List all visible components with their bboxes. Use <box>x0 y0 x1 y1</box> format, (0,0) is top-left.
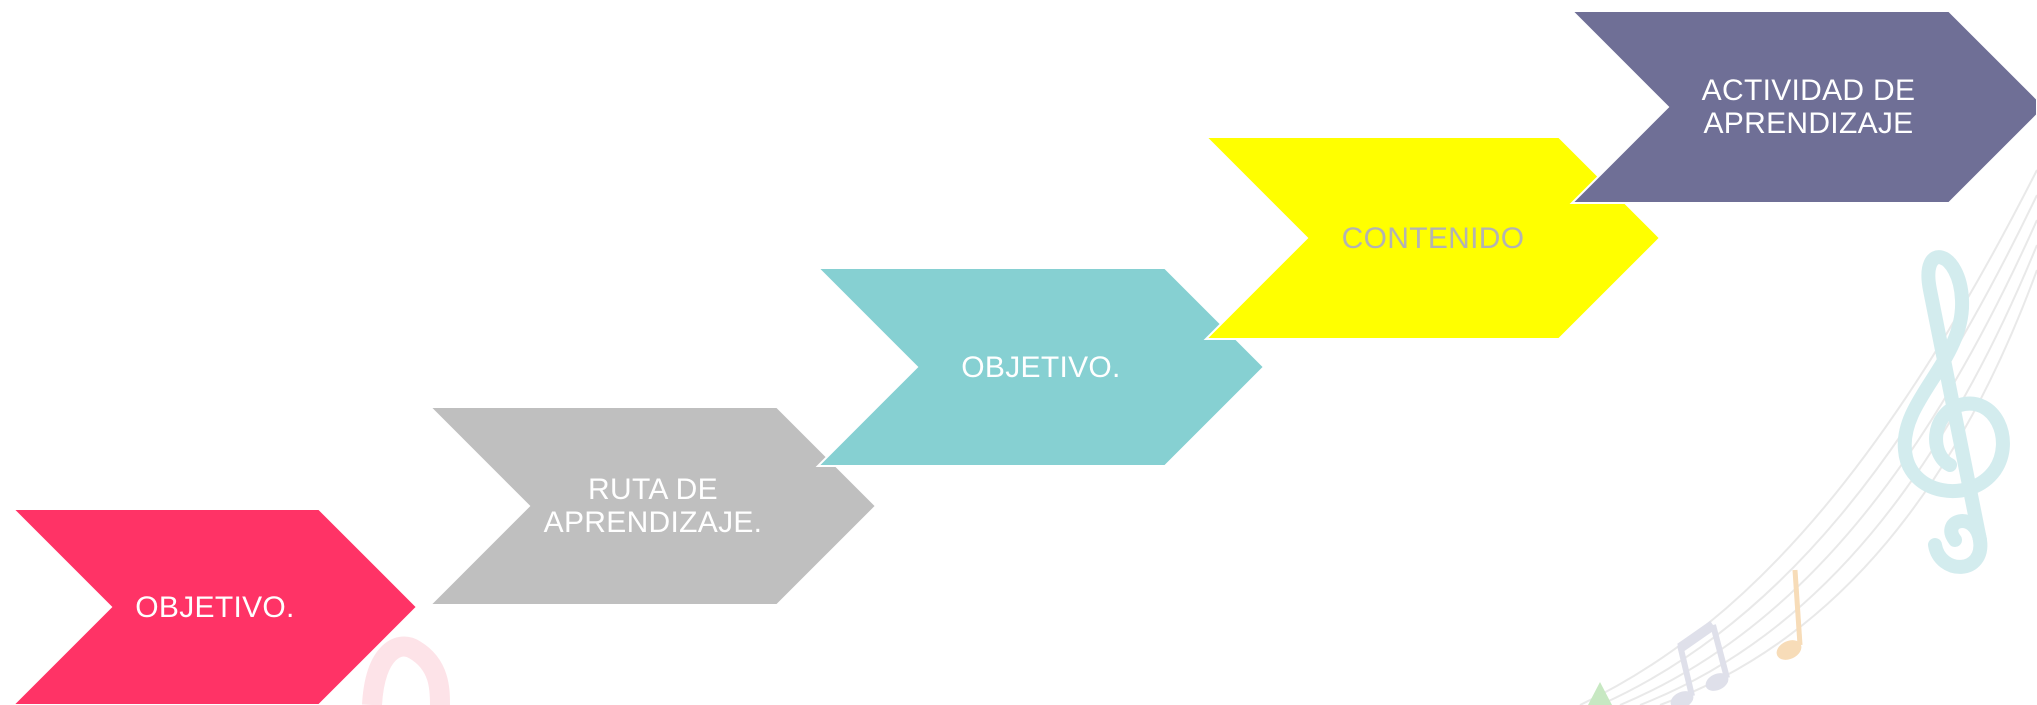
step-4-chevron: CONTENIDO <box>1203 136 1662 340</box>
step-2-label: RUTA DE APRENDIZAJE. <box>543 473 763 539</box>
step-2-chevron: RUTA DE APRENDIZAJE. <box>427 406 878 606</box>
chevron-shape <box>1569 10 2037 204</box>
music-note-icon <box>1588 569 1803 705</box>
step-3-label: OBJETIVO. <box>961 350 1121 384</box>
treble-clef-icon <box>1897 250 2010 574</box>
music-note-icon <box>362 636 450 705</box>
chevron-shape <box>427 406 878 606</box>
staff-lines <box>1579 169 2037 705</box>
step-5-label: ACTIVIDAD DE APRENDIZAJE <box>1701 74 1916 140</box>
step-5-chevron: ACTIVIDAD DE APRENDIZAJE <box>1569 10 2037 204</box>
chevron-shape <box>815 267 1266 467</box>
step-1-label: OBJETIVO. <box>135 590 295 624</box>
step-4-label: CONTENIDO <box>1341 221 1525 255</box>
chevron-shape <box>1203 136 1662 340</box>
step-1-chevron: OBJETIVO. <box>10 508 419 705</box>
chevron-shape <box>10 508 419 705</box>
step-3-chevron: OBJETIVO. <box>815 267 1266 467</box>
